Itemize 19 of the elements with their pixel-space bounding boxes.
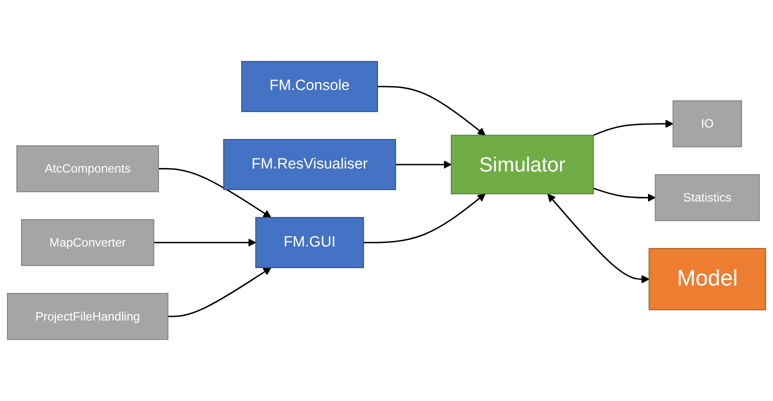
- arrow: [378, 86, 486, 136]
- node-box: IO: [672, 100, 742, 148]
- node-box: Model: [648, 248, 766, 310]
- arrow: [593, 188, 656, 202]
- arrow: [593, 120, 674, 136]
- arrow: [396, 160, 452, 169]
- arrow: [168, 267, 272, 318]
- arrow: [363, 194, 486, 244]
- node-box: Statistics: [654, 174, 760, 222]
- arrow: [547, 194, 650, 284]
- node-box: FM.ResVisualiser: [223, 139, 396, 190]
- node-box: AtcComponents: [16, 145, 159, 192]
- arrow: [158, 168, 272, 218]
- node-box: ProjectFileHandling: [6, 293, 168, 340]
- node-box: Simulator: [450, 134, 594, 194]
- node-box: FM.Console: [241, 61, 378, 112]
- arrow: [154, 238, 256, 247]
- node-box: FM.GUI: [255, 217, 364, 268]
- node-box: MapConverter: [21, 219, 154, 266]
